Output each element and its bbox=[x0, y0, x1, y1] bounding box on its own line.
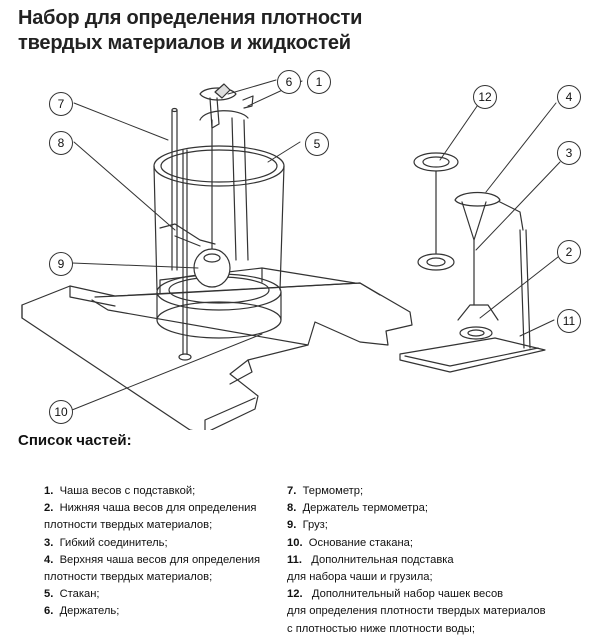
part-item: 10. Основание стакана; bbox=[287, 536, 413, 549]
page-title: Набор для определения плотности твердых … bbox=[18, 6, 362, 56]
holder bbox=[199, 83, 254, 261]
part-item: 7. Термометр; bbox=[287, 485, 364, 497]
part-item: плотности твердых материалов; bbox=[44, 571, 213, 584]
stand-rod bbox=[182, 149, 188, 355]
part-item: плотности твердых материалов; bbox=[44, 519, 213, 532]
parts-list-left: 1. Чаша весов с подставкой; 2. Нижняя ча… bbox=[44, 483, 284, 621]
part-item: 3. Гибкий соединитель; bbox=[44, 536, 168, 549]
part-item: 8. Держатель термометра; bbox=[287, 502, 428, 515]
callout-12: 12 bbox=[473, 85, 497, 109]
callout-1: 1 bbox=[307, 70, 331, 94]
callout-10: 10 bbox=[49, 400, 73, 424]
part-item: 1. Чаша весов с подставкой; bbox=[44, 485, 196, 497]
part-item: 9. Груз; bbox=[287, 519, 328, 532]
stand-base-plate bbox=[21, 282, 413, 430]
part-item: 11. Дополнительная подставка bbox=[287, 553, 454, 566]
title-line-1: Набор для определения плотности bbox=[18, 7, 363, 29]
callout-3: 3 bbox=[557, 141, 581, 165]
parts-heading: Список частей: bbox=[18, 432, 132, 449]
part-item: 5. Стакан; bbox=[44, 588, 100, 601]
title-line-2: твердых материалов и жидкостей bbox=[18, 32, 351, 54]
callout-8: 8 bbox=[49, 131, 73, 155]
callout-5: 5 bbox=[305, 132, 329, 156]
callout-7: 7 bbox=[49, 92, 73, 116]
callout-4: 4 bbox=[557, 85, 581, 109]
part-item: 12. Дополнительный набор чашек весов bbox=[287, 588, 504, 601]
thermometer bbox=[171, 107, 178, 271]
part-item: для набора чаши и грузила; bbox=[287, 571, 433, 584]
part-item: для определения плотности твердых матери… bbox=[287, 605, 546, 618]
parts-list-right: 7. Термометр; 8. Держатель термометра; 9… bbox=[287, 483, 587, 638]
callout-2: 2 bbox=[557, 240, 581, 264]
apparatus-diagram bbox=[21, 79, 561, 430]
callout-6: 6 bbox=[277, 70, 301, 94]
weight bbox=[193, 119, 231, 288]
part-item: 6. Держатель; bbox=[44, 605, 120, 618]
callout-9: 9 bbox=[49, 252, 73, 276]
part-item: 2. Нижняя чаша весов для определения bbox=[44, 502, 257, 515]
part-item: 4. Верхняя чаша весов для определения bbox=[44, 553, 261, 566]
extra-pan-set bbox=[413, 152, 459, 271]
stand-foot bbox=[178, 353, 192, 361]
extra-stand bbox=[399, 191, 546, 373]
part-item: с плотностью ниже плотности воды; bbox=[287, 622, 475, 635]
callout-11: 11 bbox=[557, 309, 581, 333]
